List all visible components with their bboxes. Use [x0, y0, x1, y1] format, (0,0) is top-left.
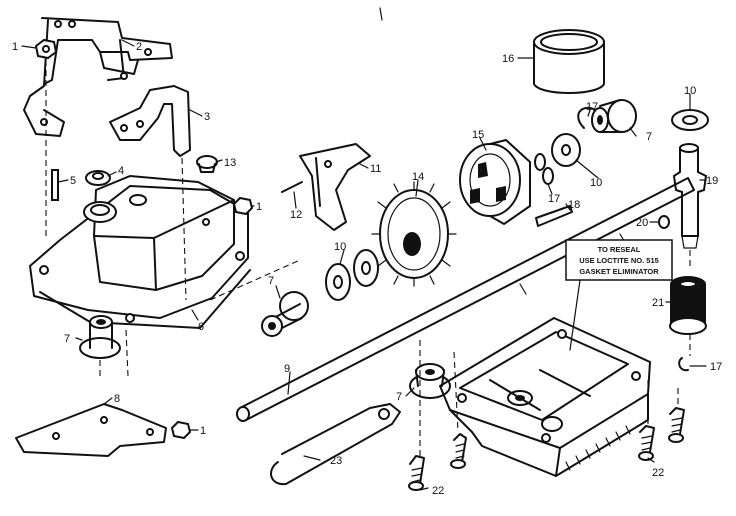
callout-10-center: 10: [334, 241, 346, 253]
part-12-pin: [281, 181, 303, 193]
part-22-screw-right-1: [638, 425, 655, 461]
part-22-screw-left-2: [450, 433, 467, 469]
leader-lines: [21, 39, 707, 491]
callout-11: 11: [370, 163, 381, 175]
note-line-3: GASKET ELIMINATOR: [579, 267, 659, 276]
callout-18: 18: [568, 199, 580, 211]
callout-12: 12: [290, 209, 302, 221]
note-leader-line: [569, 279, 581, 351]
part-7-bushing-top: [591, 99, 637, 133]
note-line-1: TO RESEAL: [598, 245, 641, 254]
part-15-clutch: [459, 139, 531, 225]
part-7-bushing-left: [79, 315, 121, 359]
lower-gear-case: [439, 317, 651, 477]
callout-7-top-right: 7: [646, 131, 652, 143]
gasket-outline: [39, 269, 251, 329]
callout-5: 5: [70, 175, 76, 187]
part-5-pin: [51, 169, 59, 201]
part-7-bushing-lower: [409, 363, 451, 399]
part-10-washers-center: [325, 249, 379, 301]
assembly-line-2: [181, 157, 187, 301]
part-22-screw-left-1: [408, 455, 425, 491]
part-1-nut-bottom: [170, 420, 192, 440]
part-21-bushing: [669, 276, 707, 335]
part-8-plate: [15, 403, 167, 457]
callout-labels: 1 2 3 4 5 13 1 6 7 8 1 9 7 10 11 12 14 1…: [12, 41, 722, 497]
part-18-key: [535, 205, 573, 227]
callout-10-right: 10: [590, 177, 602, 189]
callout-21: 21: [652, 297, 664, 309]
callout-7-left: 7: [64, 333, 70, 345]
part-14-gear: [371, 181, 457, 287]
callout-1-mid: 1: [256, 201, 262, 213]
callout-22-right: 22: [652, 467, 664, 479]
part-7-bushing-center: [261, 291, 309, 337]
callout-9: 9: [284, 363, 290, 375]
note-line-2: USE LOCTITE NO. 515: [579, 256, 659, 265]
assembly-line-9: [453, 351, 459, 433]
callout-1-bottom: 1: [200, 425, 206, 437]
part-6-housing-cover: [29, 175, 249, 323]
part-19-vertical-shaft: [672, 143, 708, 249]
part-17-retaining-rings: [534, 153, 554, 185]
callout-19: 19: [706, 175, 718, 187]
callout-15: 15: [472, 129, 484, 141]
callout-22-left: 22: [432, 485, 444, 497]
part-1-nut-mid: [232, 196, 254, 216]
part-10-washer-top-right: [671, 109, 709, 131]
callout-17-right: 17: [710, 361, 722, 373]
callout-6: 6: [198, 321, 204, 333]
callout-2: 2: [136, 41, 142, 53]
top-tick-mark: [379, 7, 383, 21]
part-4-washer: [85, 170, 111, 186]
part-20-pin: [658, 215, 670, 229]
callout-3: 3: [204, 111, 210, 123]
callout-7-lower: 7: [396, 391, 402, 403]
callout-1-top: 1: [12, 41, 18, 53]
callout-7-center: 7: [268, 275, 274, 287]
callout-23: 23: [330, 455, 342, 467]
part-17-clip-right: [678, 357, 689, 372]
callout-4: 4: [118, 165, 124, 177]
callout-20: 20: [636, 217, 648, 229]
callout-8: 8: [114, 393, 120, 405]
callout-10-top-right: 10: [684, 85, 696, 97]
assembly-line-5: [209, 259, 301, 301]
callout-17-top: 17: [586, 101, 598, 113]
part-2-bracket: [23, 17, 173, 137]
part-3-lever: [109, 85, 191, 157]
reseal-note-box: TO RESEAL USE LOCTITE NO. 515 GASKET ELI…: [565, 239, 673, 281]
part-11-shift-fork: [299, 143, 371, 231]
part-16-sleeve: [533, 29, 605, 94]
part-10-washer-right: [551, 133, 581, 167]
part-13-plug: [196, 155, 218, 173]
part-1-nut-top: [34, 38, 58, 60]
callout-17-mid: 17: [548, 193, 560, 205]
callout-14: 14: [412, 171, 424, 183]
callout-13: 13: [224, 157, 236, 169]
assembly-line-4: [125, 329, 129, 377]
callout-16: 16: [502, 53, 514, 65]
part-22-screw-right-2: [668, 407, 685, 443]
part-23-handle-lever: [270, 403, 401, 486]
